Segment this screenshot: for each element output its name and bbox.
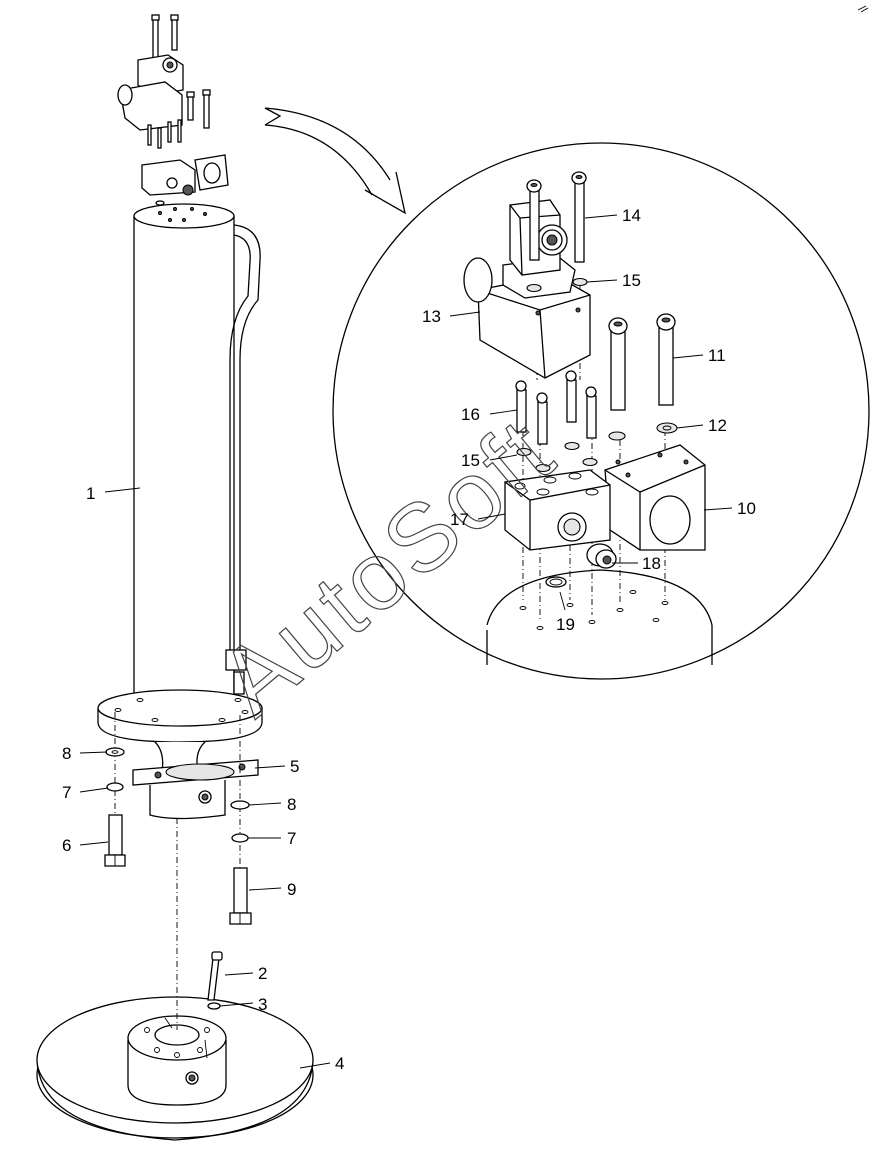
callouts-detail: 10 11 12 13 14 15 15 16 17 18 19: [422, 206, 756, 634]
callouts-main: 1 2 3 4 5 6 7 7 8 8 9: [62, 484, 344, 1073]
callout-13: 13: [422, 307, 441, 326]
side-tube: [225, 224, 261, 695]
mounting-flange: [97, 689, 263, 743]
callout-10: 10: [737, 499, 756, 518]
callout-15-lower: 15: [461, 451, 480, 470]
callout-18: 18: [642, 554, 661, 573]
callout-5: 5: [290, 757, 299, 776]
valve-assembly-small: [117, 14, 229, 196]
callout-8-left: 8: [62, 744, 71, 763]
detail-view: [463, 171, 713, 665]
cap-screw-2: [207, 951, 223, 1001]
callout-6: 6: [62, 836, 71, 855]
washer-8-left: [105, 747, 125, 757]
detail-circle: [332, 142, 870, 680]
bolt-6: [104, 814, 126, 867]
washer-7-left: [106, 782, 124, 792]
callout-9: 9: [287, 880, 296, 899]
callout-14: 14: [622, 206, 641, 225]
callout-4: 4: [335, 1054, 344, 1073]
corner-mark: [857, 5, 869, 13]
callout-19: 19: [556, 615, 575, 634]
detail-arrow: [264, 107, 406, 215]
clamp-5: [132, 759, 259, 820]
callout-16: 16: [461, 405, 480, 424]
bolt-9: [229, 867, 252, 925]
callout-17: 17: [450, 510, 469, 529]
base-collar: [127, 1015, 227, 1106]
callout-2: 2: [258, 964, 267, 983]
washer-7-right: [231, 833, 249, 843]
washer-3: [207, 1002, 221, 1010]
callout-7-right: 7: [287, 829, 296, 848]
callout-7-left: 7: [62, 783, 71, 802]
callout-11: 11: [708, 346, 726, 365]
callout-15-upper: 15: [622, 271, 641, 290]
washer-8-right: [230, 800, 250, 810]
leader-lines: [79, 214, 733, 1069]
callout-8-right: 8: [287, 795, 296, 814]
watermark: AutoSoft: [200, 397, 575, 736]
callout-12: 12: [708, 416, 727, 435]
callout-3: 3: [258, 995, 267, 1014]
callout-1: 1: [86, 484, 95, 503]
main-cylinder: [133, 200, 235, 697]
